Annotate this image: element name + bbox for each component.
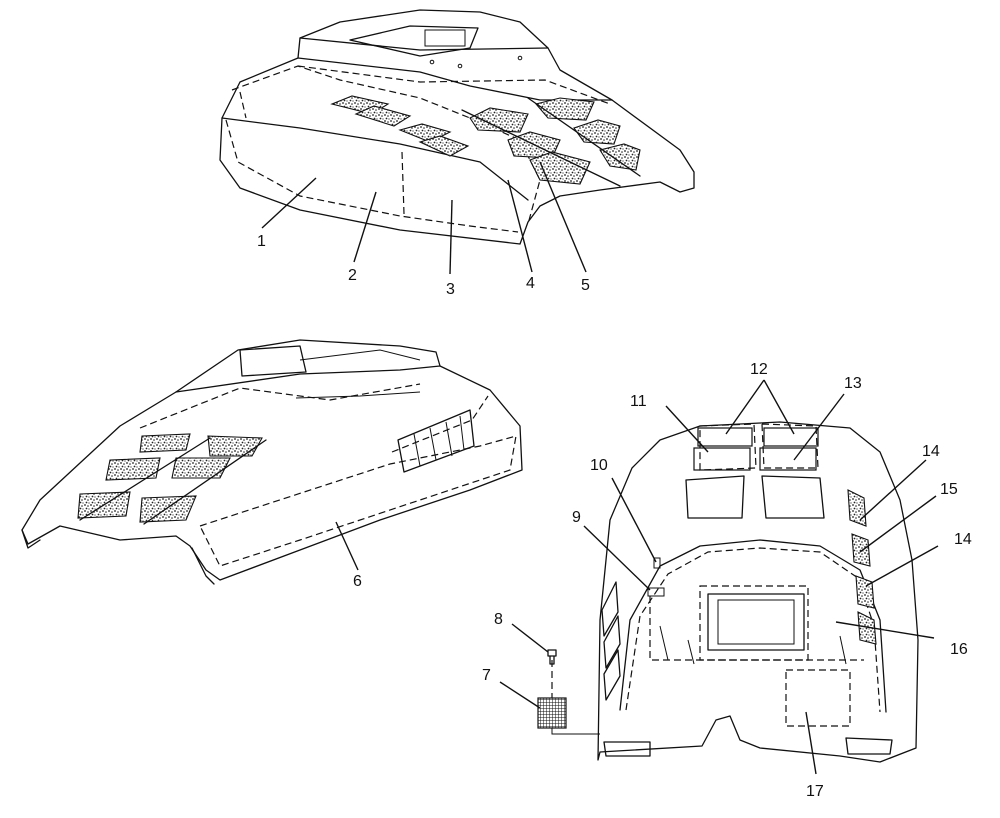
- callout-7: 7: [482, 667, 491, 684]
- callout-13: 13: [844, 375, 862, 392]
- leader-lines: [261, 161, 939, 775]
- callout-4: 4: [526, 275, 535, 292]
- callout-10: 10: [590, 457, 608, 474]
- callout-14-lower: 14: [954, 531, 972, 548]
- callout-2: 2: [348, 267, 357, 284]
- callout-9: 9: [572, 509, 581, 526]
- callout-11: 11: [630, 393, 647, 410]
- callout-15: 15: [940, 481, 958, 498]
- callout-3: 3: [446, 281, 455, 298]
- hood-top-view: [219, 9, 695, 245]
- callout-16: 16: [950, 641, 968, 658]
- callout-12: 12: [750, 361, 768, 378]
- callout-5: 5: [581, 277, 590, 294]
- callout-17: 17: [806, 783, 824, 800]
- callout-8: 8: [494, 611, 503, 628]
- callout-6: 6: [353, 573, 362, 590]
- filter-mesh: [537, 697, 567, 729]
- callout-1: 1: [257, 233, 266, 250]
- hood-underside-view: [537, 421, 919, 763]
- hood-side-view: [21, 339, 523, 585]
- callout-14-upper: 14: [922, 443, 940, 460]
- callout-labels: 1 2 3 4 5 6 7 8 9 10 11 12 13 14 15 14 1…: [257, 233, 972, 800]
